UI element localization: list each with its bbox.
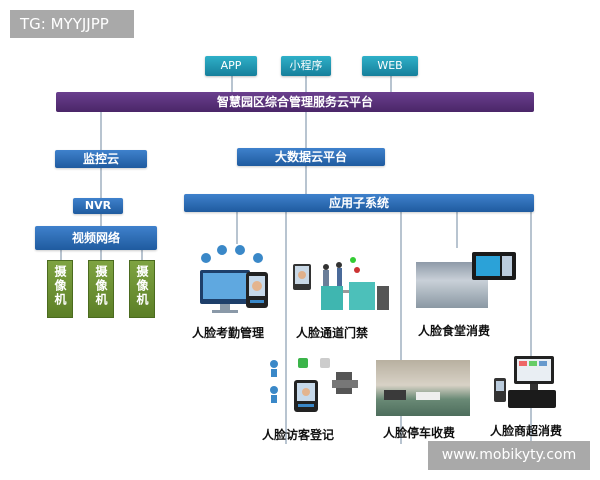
connector-nvr-video (100, 214, 102, 226)
supermarket-label: 人脸商超消费 (490, 424, 563, 438)
attendance-label: 人脸考勤管理 (192, 326, 265, 340)
pos-terminal-icon (494, 356, 556, 408)
mini-program-button: 小程序 (281, 56, 331, 76)
web-button: WEB (362, 56, 418, 76)
camera-1: 摄像机 (47, 260, 73, 318)
visitor-label: 人脸访客登记 (262, 428, 335, 442)
camera-3: 摄像机 (129, 260, 155, 318)
parking-illustration (376, 360, 470, 416)
canteen-illustration (416, 252, 520, 312)
connector-video-cams-3 (141, 250, 143, 260)
gate-label: 人脸通道门禁 (296, 326, 369, 340)
visitor-devices-icon (270, 358, 358, 412)
big-data-platform-box: 大数据云平台 (237, 148, 385, 166)
connector-video-cams (60, 250, 62, 260)
connector-app (231, 76, 233, 92)
connector-mini (305, 76, 307, 92)
visitor-illustration (262, 354, 362, 416)
connector-platform-bigdata (305, 112, 307, 148)
app-button: APP (205, 56, 257, 76)
attendance-devices-icon (200, 245, 268, 313)
video-network-box: 视频网络 (35, 226, 157, 250)
parking-label: 人脸停车收费 (383, 426, 456, 440)
camera-2: 摄像机 (88, 260, 114, 318)
connector-video-cams-2 (100, 250, 102, 260)
connector-web (390, 76, 392, 92)
camera-1-label: 摄像机 (53, 265, 67, 307)
gate-illustration (293, 256, 393, 318)
app-subsystem-bar: 应用子系统 (184, 194, 534, 212)
connector-monitor-nvr (100, 168, 102, 198)
camera-3-label: 摄像机 (135, 265, 149, 307)
nvr-box: NVR (73, 198, 123, 214)
canteen-label: 人脸食堂消费 (418, 324, 491, 338)
connector-app-col2 (285, 212, 287, 444)
camera-2-label: 摄像机 (94, 265, 108, 307)
connector-bigdata-app (305, 166, 307, 194)
watermark-top-left: TG: MYYJJPP (10, 10, 134, 38)
turnstile-icon (293, 257, 389, 310)
connector-platform-down (100, 112, 102, 150)
attendance-illustration (192, 244, 280, 318)
connector-app-col3 (400, 212, 402, 444)
canteen-terminal (472, 252, 516, 280)
watermark-bottom-right: www.mobikyty.com (428, 441, 590, 470)
platform-bar: 智慧园区综合管理服务云平台 (56, 92, 534, 112)
connector-app-col4 (456, 212, 458, 248)
connector-app-col1 (236, 212, 238, 244)
supermarket-illustration (492, 354, 558, 412)
monitor-cloud-box: 监控云 (55, 150, 147, 168)
connector-app-col5 (530, 212, 532, 444)
